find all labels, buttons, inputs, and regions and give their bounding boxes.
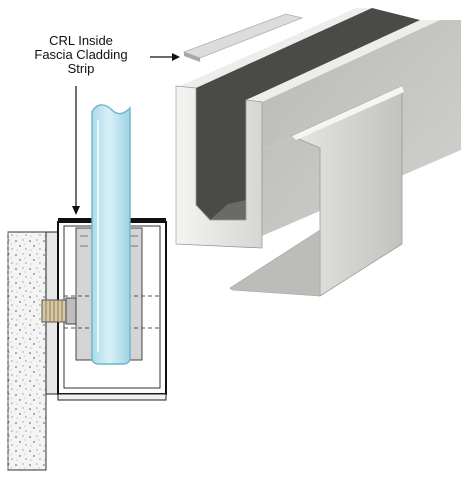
callout-line-2: Fascia Cladding	[34, 47, 128, 62]
channel-interior	[196, 8, 420, 220]
callout-line-3: Strip	[67, 61, 95, 76]
fascia-strip-piece	[182, 13, 304, 59]
callout-label: CRL Inside Fascia Cladding Strip	[6, 34, 156, 76]
u-channel-illustration	[175, 8, 461, 297]
anchor-bolt	[41, 297, 77, 325]
callout-line-1: CRL Inside	[49, 33, 113, 48]
cross-section-illustration	[7, 104, 167, 471]
glass-panel	[91, 104, 131, 365]
u-profile-front	[175, 85, 263, 249]
arrow-down-icon	[72, 86, 80, 215]
concrete-wall	[7, 231, 47, 471]
arrow-right-icon	[150, 53, 180, 61]
